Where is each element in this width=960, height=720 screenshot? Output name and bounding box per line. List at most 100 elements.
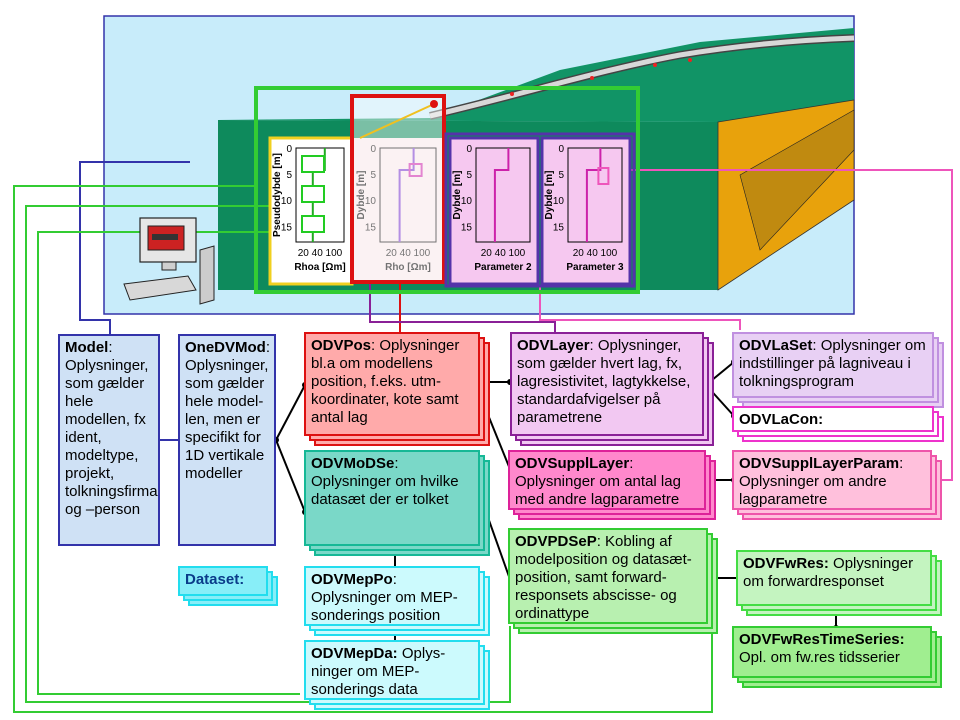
panel-axes bbox=[567, 147, 623, 243]
y-tick-label: 5 bbox=[370, 170, 376, 181]
link-onedvmod-pos bbox=[275, 384, 306, 441]
box-text: : Oplysninger om antal lag med andre lag… bbox=[515, 455, 681, 508]
layer-highlight bbox=[408, 163, 423, 177]
box-title: ODVLaSet bbox=[739, 337, 813, 354]
panel-axes bbox=[475, 147, 531, 243]
x-tick-label: 20 40 100 bbox=[481, 248, 526, 259]
connector-pink-right bbox=[610, 169, 953, 481]
box-title: ODVPos bbox=[311, 337, 372, 354]
box-title: ODVFwResTimeSeries: bbox=[739, 631, 905, 648]
purple-layer-frame bbox=[444, 132, 636, 288]
model-curve bbox=[585, 148, 602, 242]
box-text: Oplysninger om forwardresponset bbox=[743, 555, 914, 590]
y-tick-label: 0 bbox=[370, 144, 376, 155]
box-text: : Kobling af modelposition og datasæt-po… bbox=[515, 533, 692, 622]
y-tick-label: 15 bbox=[365, 222, 377, 233]
box-odvsuppparam: ODVSupplLayerParam: Oplysninger om andre… bbox=[732, 450, 932, 510]
position-point bbox=[430, 100, 438, 108]
box-title: ODVPDSeP bbox=[515, 533, 597, 550]
x-axis-label: Parameter 3 bbox=[566, 262, 624, 273]
box-title: ODVLayer bbox=[517, 337, 590, 354]
green-model-frame bbox=[254, 86, 640, 294]
data-fit-marker bbox=[301, 215, 325, 233]
x-tick-label: 20 40 100 bbox=[298, 248, 343, 259]
y-axis-label: Dybde [m] bbox=[544, 171, 555, 220]
position-pointer bbox=[359, 103, 435, 139]
box-odvmodse: ODVMoDSe: Oplysninger om hvilke datasæt … bbox=[304, 450, 480, 546]
x-tick-label: 20 40 100 bbox=[386, 248, 431, 259]
sounding-point bbox=[510, 92, 514, 96]
y-tick-label: 0 bbox=[558, 144, 564, 155]
box-odvfwres: ODVFwRes: Oplysninger om forwardresponse… bbox=[736, 550, 932, 606]
red-position-frame bbox=[350, 94, 446, 284]
y-tick-label: 10 bbox=[461, 196, 473, 207]
box-text: : Oplysninger, som gælder hele model-len… bbox=[185, 339, 271, 482]
box-odvfwrests: ODVFwResTimeSeries: Opl. om fw.res tidss… bbox=[732, 626, 932, 678]
box-odvpdsep: ODVPDSeP: Kobling af modelposition og da… bbox=[508, 528, 708, 624]
box-title: ODVSupplLayerParam bbox=[739, 455, 900, 472]
data-fit-marker bbox=[301, 185, 325, 203]
y-axis-label: Dybde [m] bbox=[452, 171, 463, 220]
road-inner bbox=[429, 35, 855, 119]
x-axis-label: Rhoa [Ωm] bbox=[294, 262, 345, 273]
box-text: : Oplysninger om MEP-sonderings position bbox=[311, 571, 458, 624]
model-curve bbox=[493, 148, 510, 242]
box-text: : Oplysninger om indstillinger på lagniv… bbox=[739, 337, 926, 390]
box-title: Dataset: bbox=[185, 571, 245, 588]
box-odvlacon: ODVLaCon: bbox=[732, 406, 934, 432]
box-title: Model bbox=[65, 339, 109, 356]
sounding-point bbox=[688, 58, 692, 62]
box-title: ODVFwRes: bbox=[743, 555, 829, 572]
box-text: : Oplysninger, som gælder hele modellen,… bbox=[65, 339, 158, 518]
box-text: Oplys-ninger om MEP-sonderings data bbox=[311, 645, 446, 698]
box-dataset: Dataset: bbox=[178, 566, 268, 596]
box-text: : Oplysninger bl.a om modellens position… bbox=[311, 337, 460, 426]
y-tick-label: 10 bbox=[365, 196, 377, 207]
y-tick-label: 10 bbox=[281, 196, 293, 207]
box-model: Model: Oplysninger, som gælder hele mode… bbox=[58, 334, 160, 546]
box-text: Opl. om fw.res tidsserier bbox=[739, 649, 900, 666]
y-tick-label: 15 bbox=[553, 222, 565, 233]
sounding-point bbox=[590, 76, 594, 80]
box-odvlaset: ODVLaSet: Oplysninger om indstillinger p… bbox=[732, 332, 934, 398]
sounding-point bbox=[653, 63, 657, 67]
x-axis-label: Parameter 2 bbox=[474, 262, 532, 273]
y-tick-label: 5 bbox=[558, 170, 564, 181]
box-odvlayer: ODVLayer: Oplysninger, som gælder hvert … bbox=[510, 332, 704, 436]
x-tick-label: 20 40 100 bbox=[573, 248, 618, 259]
y-axis-label: Dybde [m] bbox=[356, 171, 367, 220]
box-onedvmod: OneDVMod: Oplysninger, som gælder hele m… bbox=[178, 334, 276, 546]
panel-axes bbox=[379, 147, 437, 243]
panel-axes bbox=[295, 147, 345, 243]
connector-green-outer bbox=[13, 185, 713, 713]
box-text: : Oplysninger om hvilke datasæt der er t… bbox=[311, 455, 459, 508]
box-title: ODVMepDa: bbox=[311, 645, 398, 662]
layer-highlight bbox=[597, 167, 610, 185]
y-tick-label: 15 bbox=[281, 222, 293, 233]
y-tick-label: 15 bbox=[461, 222, 473, 233]
box-title: ODVMoDSe bbox=[311, 455, 395, 472]
box-odvmepda: ODVMepDa: Oplys-ninger om MEP-sonderings… bbox=[304, 640, 480, 700]
box-odvpos: ODVPos: Oplysninger bl.a om modellens po… bbox=[304, 332, 480, 436]
box-title: ODVMepPo bbox=[311, 571, 393, 588]
y-tick-label: 10 bbox=[553, 196, 565, 207]
data-fit-marker bbox=[301, 155, 325, 173]
y-tick-label: 5 bbox=[286, 170, 292, 181]
computer-icon bbox=[123, 217, 215, 305]
model-curve bbox=[398, 148, 415, 242]
connector-param3-pink bbox=[539, 286, 741, 330]
connector-model bbox=[79, 161, 190, 334]
link-onedvmod-modse bbox=[275, 439, 306, 513]
connector-green-2 bbox=[25, 205, 511, 703]
y-tick-label: 0 bbox=[286, 144, 292, 155]
box-odvmeppo: ODVMepPo: Oplysninger om MEP-sonderings … bbox=[304, 566, 480, 626]
y-tick-label: 0 bbox=[466, 144, 472, 155]
terrain-side-layer bbox=[739, 109, 855, 251]
box-title: OneDVMod bbox=[185, 339, 266, 356]
y-tick-label: 5 bbox=[466, 170, 472, 181]
y-axis-label: Pseudodybde [m] bbox=[272, 153, 283, 237]
x-axis-label: Rho [Ωm] bbox=[385, 262, 431, 273]
box-title: ODVLaCon: bbox=[739, 411, 824, 428]
